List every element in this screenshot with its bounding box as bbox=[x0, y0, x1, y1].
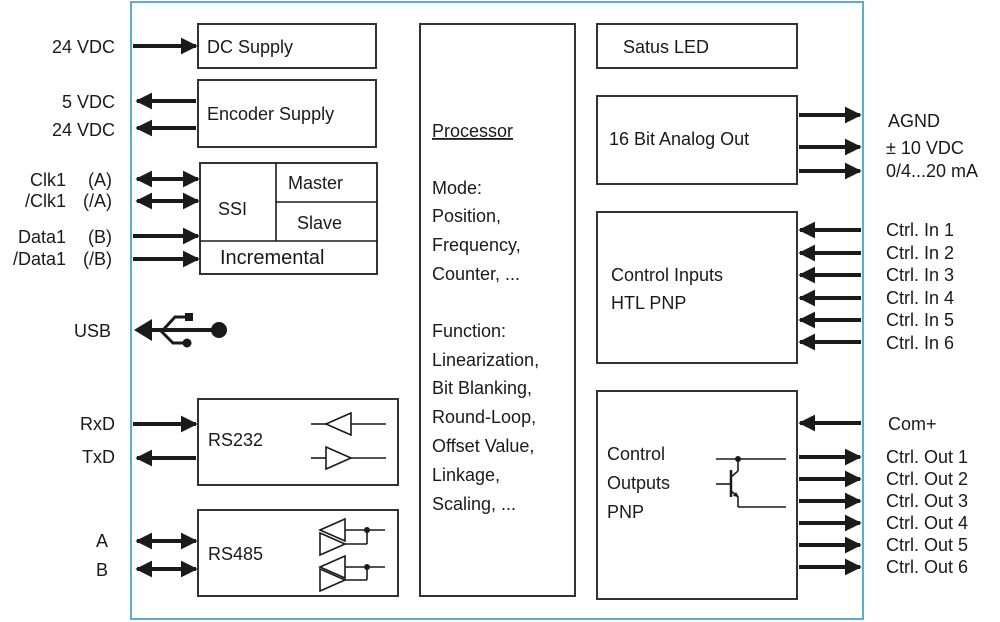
processor-line: Bit Blanking, bbox=[432, 378, 532, 398]
incremental-label: Incremental bbox=[220, 247, 325, 269]
com-plus-label: Com+ bbox=[888, 414, 937, 434]
encoder-24vdc-label: 24 VDC bbox=[52, 120, 115, 140]
rs232-block bbox=[197, 398, 399, 486]
analog-out-block bbox=[596, 95, 798, 185]
processor-line: Position, bbox=[432, 206, 501, 226]
control-outputs-label: Control bbox=[607, 444, 665, 464]
control-outputs-label: Outputs bbox=[607, 473, 670, 493]
control-inputs-label: HTL PNP bbox=[611, 293, 686, 313]
clk1-label: Clk1 bbox=[30, 170, 66, 190]
analog-out-label: 16 Bit Analog Out bbox=[609, 129, 749, 149]
clk1-channel-label: (A) bbox=[88, 170, 112, 190]
nclk1-channel-label: (/A) bbox=[83, 191, 112, 211]
ctrl-out-label: Ctrl. Out 5 bbox=[886, 535, 968, 555]
processor-line: Round-Loop, bbox=[432, 407, 536, 427]
encoder-supply-label: Encoder Supply bbox=[207, 104, 334, 124]
right-labels: AGND ± 10 VDC 0/4...20 mA Ctrl. In 1 Ctr… bbox=[886, 111, 978, 577]
rs485-transceiver-symbols bbox=[318, 517, 385, 593]
ssi-incremental-block bbox=[199, 162, 378, 275]
usb-label: USB bbox=[74, 321, 111, 341]
rs485-block bbox=[197, 509, 399, 597]
rxd-label: RxD bbox=[80, 414, 115, 434]
rs232-label: RS232 bbox=[208, 430, 263, 450]
rs485-b-label: B bbox=[96, 560, 108, 580]
slave-label: Slave bbox=[297, 213, 342, 233]
control-outputs-block bbox=[596, 390, 798, 600]
control-inputs-label: Control Inputs bbox=[611, 265, 723, 285]
control-inputs-block bbox=[596, 211, 798, 364]
processor-line: Frequency, bbox=[432, 235, 521, 255]
ctrl-in-label: Ctrl. In 4 bbox=[886, 288, 954, 308]
rs485-a-label: A bbox=[96, 531, 108, 551]
encoder-supply-block bbox=[197, 79, 377, 148]
txd-label: TxD bbox=[82, 447, 115, 467]
processor-line: Scaling, ... bbox=[432, 494, 516, 514]
ssi-label: SSI bbox=[218, 199, 247, 219]
agnd-label: AGND bbox=[888, 111, 940, 131]
rs232-driver-symbols bbox=[311, 411, 386, 471]
ctrl-in-label: Ctrl. In 2 bbox=[886, 243, 954, 263]
encoder-5vdc-label: 5 VDC bbox=[62, 92, 115, 112]
processor-line: Function: bbox=[432, 321, 506, 341]
ctrl-out-label: Ctrl. Out 6 bbox=[886, 557, 968, 577]
current-out-label: 0/4...20 mA bbox=[886, 161, 978, 181]
data1-channel-label: (B) bbox=[88, 227, 112, 247]
power-24vdc-label: 24 VDC bbox=[52, 37, 115, 57]
ndata1-channel-label: (/B) bbox=[83, 249, 112, 269]
status-led-label: Satus LED bbox=[623, 37, 709, 57]
ndata1-label: /Data1 bbox=[13, 249, 66, 269]
right-signal-arrows bbox=[798, 106, 862, 576]
nclk1-label: /Clk1 bbox=[25, 191, 66, 211]
data1-label: Data1 bbox=[18, 227, 66, 247]
processor-line: Counter, ... bbox=[432, 264, 520, 284]
ctrl-in-label: Ctrl. In 5 bbox=[886, 310, 954, 330]
dc-supply-label: DC Supply bbox=[207, 37, 293, 57]
usb-icon bbox=[134, 313, 227, 348]
rs485-label: RS485 bbox=[208, 544, 263, 564]
master-label: Master bbox=[288, 173, 343, 193]
ctrl-out-label: Ctrl. Out 4 bbox=[886, 513, 968, 533]
control-outputs-label: PNP bbox=[607, 502, 644, 522]
ctrl-in-label: Ctrl. In 3 bbox=[886, 265, 954, 285]
device-frame bbox=[130, 1, 864, 620]
voltage-out-label: ± 10 VDC bbox=[886, 138, 964, 158]
left-signal-arrows bbox=[133, 37, 200, 578]
ctrl-in-label: Ctrl. In 6 bbox=[886, 333, 954, 353]
processor-line: Mode: bbox=[432, 178, 482, 198]
processor-text: Mode: Position, Frequency, Counter, ... … bbox=[432, 178, 544, 514]
left-labels: 24 VDC 5 VDC 24 VDC Clk1 (A) /Clk1 (/A) … bbox=[13, 37, 115, 580]
status-led-block bbox=[596, 23, 798, 69]
ctrl-out-label: Ctrl. Out 2 bbox=[886, 469, 968, 489]
ctrl-out-label: Ctrl. Out 3 bbox=[886, 491, 968, 511]
processor-line: Linkage, bbox=[432, 465, 500, 485]
ctrl-out-label: Ctrl. Out 1 bbox=[886, 447, 968, 467]
processor-line: Offset Value, bbox=[432, 436, 534, 456]
transistor-symbol bbox=[716, 456, 786, 508]
processor-line: Linearization, bbox=[432, 350, 539, 370]
dc-supply-block bbox=[197, 23, 377, 69]
ctrl-in-label: Ctrl. In 1 bbox=[886, 220, 954, 240]
processor-title: Processor bbox=[432, 121, 513, 141]
processor-block bbox=[419, 23, 576, 597]
